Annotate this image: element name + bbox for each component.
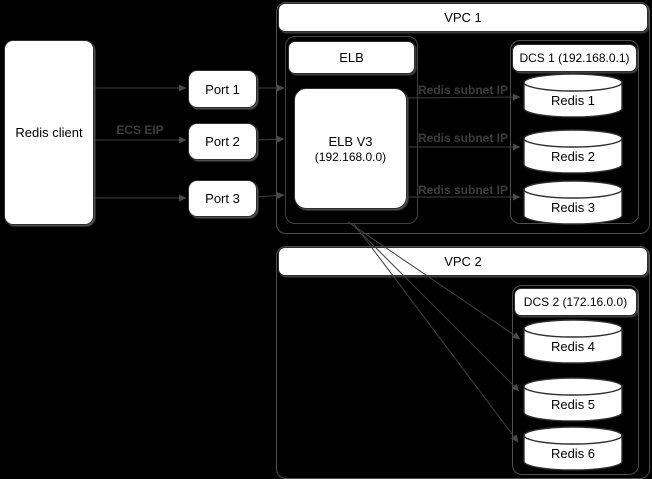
database-cylinder-icon <box>523 73 623 118</box>
redis-6-label: Redis 6 <box>550 446 596 461</box>
redis-3-node: Redis 3 <box>523 180 623 225</box>
port-3-node: Port 3 <box>188 180 257 217</box>
edge-label-redis-subnet-ip-3: Redis subnet IP <box>417 183 509 197</box>
vpc1-title: VPC 1 <box>278 3 648 32</box>
database-cylinder-icon <box>523 426 623 471</box>
database-cylinder-icon <box>523 377 623 422</box>
elb-v3-node: ELB V3 (192.168.0.0) <box>294 88 407 209</box>
redis-client-label: Redis client <box>15 125 83 140</box>
vpc2-title: VPC 2 <box>278 247 648 276</box>
dcs1-title-label: DCS 1 (192.168.0.1) <box>519 51 630 65</box>
redis-4-label: Redis 4 <box>550 339 596 354</box>
database-cylinder-icon <box>523 129 623 174</box>
elb-v3-name: ELB V3 <box>328 133 373 149</box>
elb-title-label: ELB <box>339 50 364 65</box>
port-1-label: Port 1 <box>205 81 240 97</box>
vpc1-title-label: VPC 1 <box>444 10 482 25</box>
port-2-label: Port 2 <box>205 134 240 149</box>
edge-label-redis-subnet-ip-1: Redis subnet IP <box>417 83 509 97</box>
redis-5-node: Redis 5 <box>523 377 623 422</box>
dcs2-title-label: DCS 2 (172.16.0.0) <box>523 295 628 309</box>
database-cylinder-icon <box>523 319 623 364</box>
redis-5-label: Redis 5 <box>550 397 596 412</box>
redis-1-label: Redis 1 <box>550 93 596 108</box>
redis-6-node: Redis 6 <box>523 426 623 471</box>
port-1-node: Port 1 <box>188 70 257 108</box>
dcs1-title: DCS 1 (192.168.0.1) <box>512 44 637 72</box>
elb-title: ELB <box>288 41 415 74</box>
port-3-label: Port 3 <box>205 191 240 206</box>
redis-2-label: Redis 2 <box>550 149 596 164</box>
redis-3-label: Redis 3 <box>550 200 596 215</box>
vpc2-title-label: VPC 2 <box>444 254 482 269</box>
edge-label-ecs-eip: ECS EIP <box>116 123 164 137</box>
dcs2-title: DCS 2 (172.16.0.0) <box>514 288 637 316</box>
redis-4-node: Redis 4 <box>523 319 623 364</box>
redis-2-node: Redis 2 <box>523 129 623 174</box>
edge-label-redis-subnet-ip-2: Redis subnet IP <box>417 131 509 145</box>
redis-client-node: Redis client <box>4 40 94 225</box>
elb-v3-ip: (192.168.0.0) <box>314 149 387 164</box>
port-2-node: Port 2 <box>188 123 257 160</box>
redis-1-node: Redis 1 <box>523 73 623 118</box>
database-cylinder-icon <box>523 180 623 225</box>
